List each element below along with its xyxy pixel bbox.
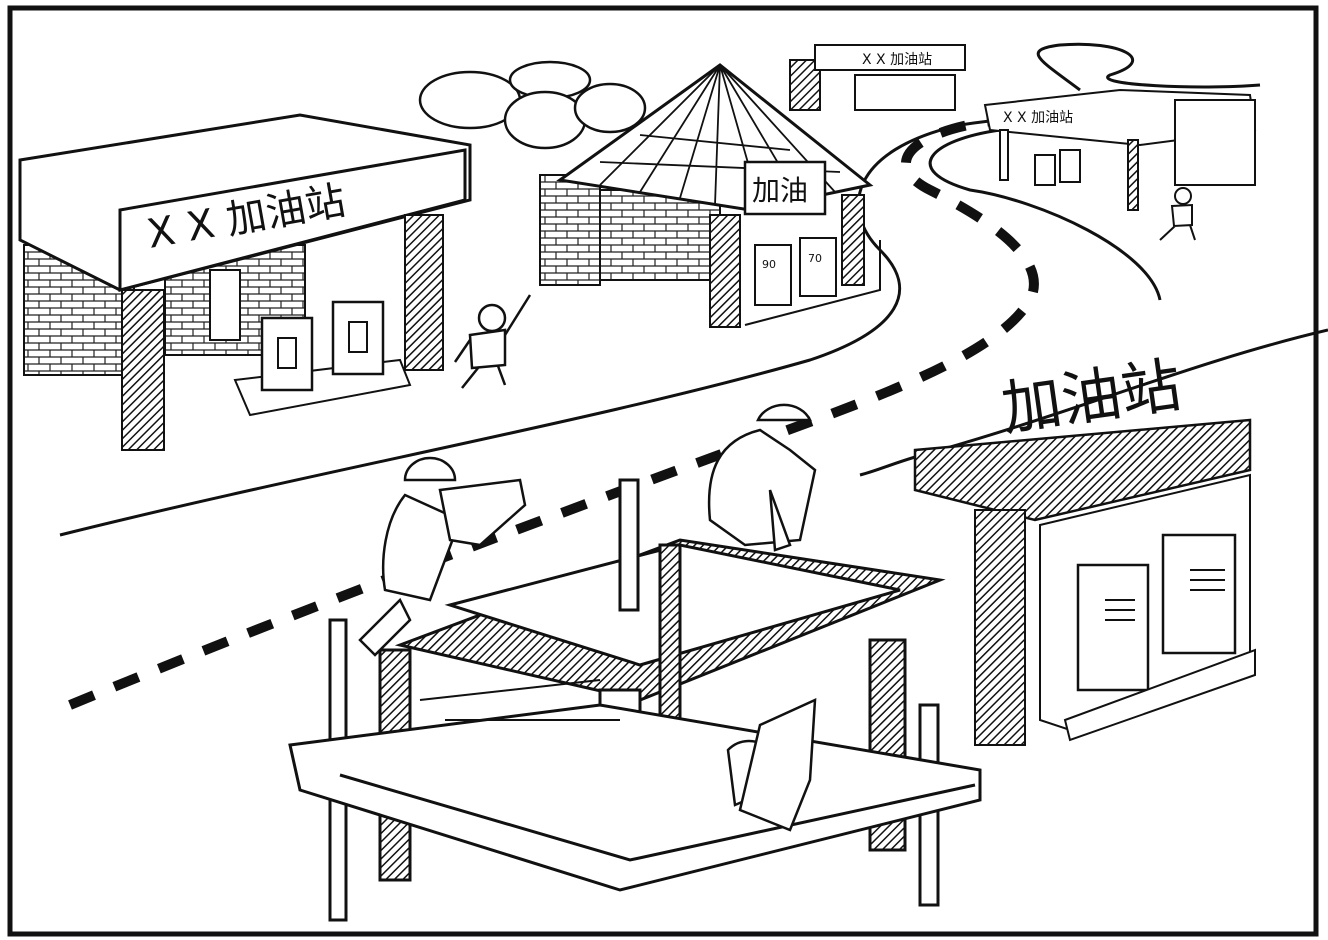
background-rolls: [418, 60, 647, 150]
distant-station-1-sign: X X 加油站: [862, 52, 932, 68]
pyramid-hut: [539, 63, 881, 328]
worker-left: [358, 456, 527, 657]
right-gas-station: [913, 418, 1256, 746]
hut-pump-right-label: 70: [808, 252, 822, 265]
hut-sign: 加油: [752, 174, 808, 207]
distant-station-1: [789, 44, 966, 111]
worker-below: [726, 698, 817, 832]
distant-station-2-sign: X X 加油站: [1003, 110, 1073, 126]
worker-right: [707, 403, 817, 552]
left-gas-station: [18, 113, 472, 451]
hut-pump-left-label: 90: [762, 258, 776, 271]
waving-person: [453, 294, 532, 389]
frame-border: [7, 5, 1319, 937]
distant-station-2: [983, 88, 1257, 211]
distant-person: [1159, 187, 1196, 241]
